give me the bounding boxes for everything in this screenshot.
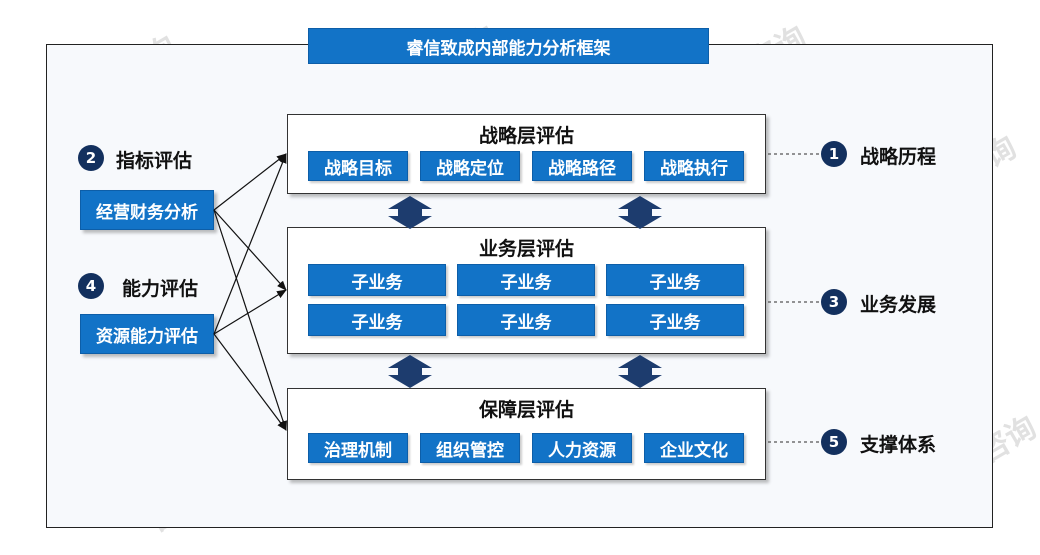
business-development-label: 业务发展 [860,294,937,316]
business-item: 子业务 [606,304,744,336]
strategy-layer: 战略层评估 战略目标 战略定位 战略路径 战略执行 [287,114,766,194]
resource-capability-box: 资源能力评估 [80,314,214,354]
layer-double-arrows [388,196,662,388]
strategy-item: 战略执行 [644,151,744,181]
arrow-resource-to-strategy [213,153,287,335]
business-item: 子业务 [308,264,446,296]
right-dashed-lines [768,153,821,443]
support-layer-title: 保障层评估 [478,399,574,421]
arrow-resource-to-support [213,333,287,431]
business-layer: 业务层评估 子业务 子业务 子业务 子业务 子业务 子业务 [287,227,766,354]
support-item: 人力资源 [532,433,632,463]
strategy-history-label: 战略历程 [860,146,937,168]
left-arrows [213,153,288,431]
support-layer: 保障层评估 治理机制 组织管控 人力资源 企业文化 [287,388,766,480]
business-item: 子业务 [606,264,744,296]
business-layer-title: 业务层评估 [478,238,574,260]
capability-number-badge: 4 [78,273,104,299]
arrow-financial-to-business [213,209,287,291]
support-system-label: 支撑体系 [860,434,937,456]
strategy-layer-title: 战略层评估 [478,125,574,147]
arrow-financial-to-strategy [213,153,287,211]
strategy-item: 战略目标 [308,151,408,181]
support-system-badge: 5 [821,429,847,455]
support-item: 企业文化 [644,433,744,463]
strategy-item: 战略定位 [420,151,520,181]
support-item: 治理机制 [308,433,408,463]
arrow-resource-to-business [213,289,287,335]
business-item: 子业务 [457,264,595,296]
strategy-item: 战略路径 [532,151,632,181]
double-arrow-icon [618,196,662,229]
indicator-number-badge: 2 [78,145,104,171]
double-arrow-icon [388,196,432,229]
business-item: 子业务 [457,304,595,336]
diagram-title: 睿信致成内部能力分析框架 [308,28,709,64]
double-arrow-icon [618,355,662,388]
arrow-financial-to-support [213,209,288,431]
strategy-history-badge: 1 [821,141,847,167]
double-arrow-icon [388,355,432,388]
indicator-label: 指标评估 [116,150,193,172]
support-item: 组织管控 [420,433,520,463]
financial-analysis-box: 经营财务分析 [80,190,214,230]
business-development-badge: 3 [821,289,847,315]
business-item: 子业务 [308,304,446,336]
capability-label: 能力评估 [122,278,199,300]
